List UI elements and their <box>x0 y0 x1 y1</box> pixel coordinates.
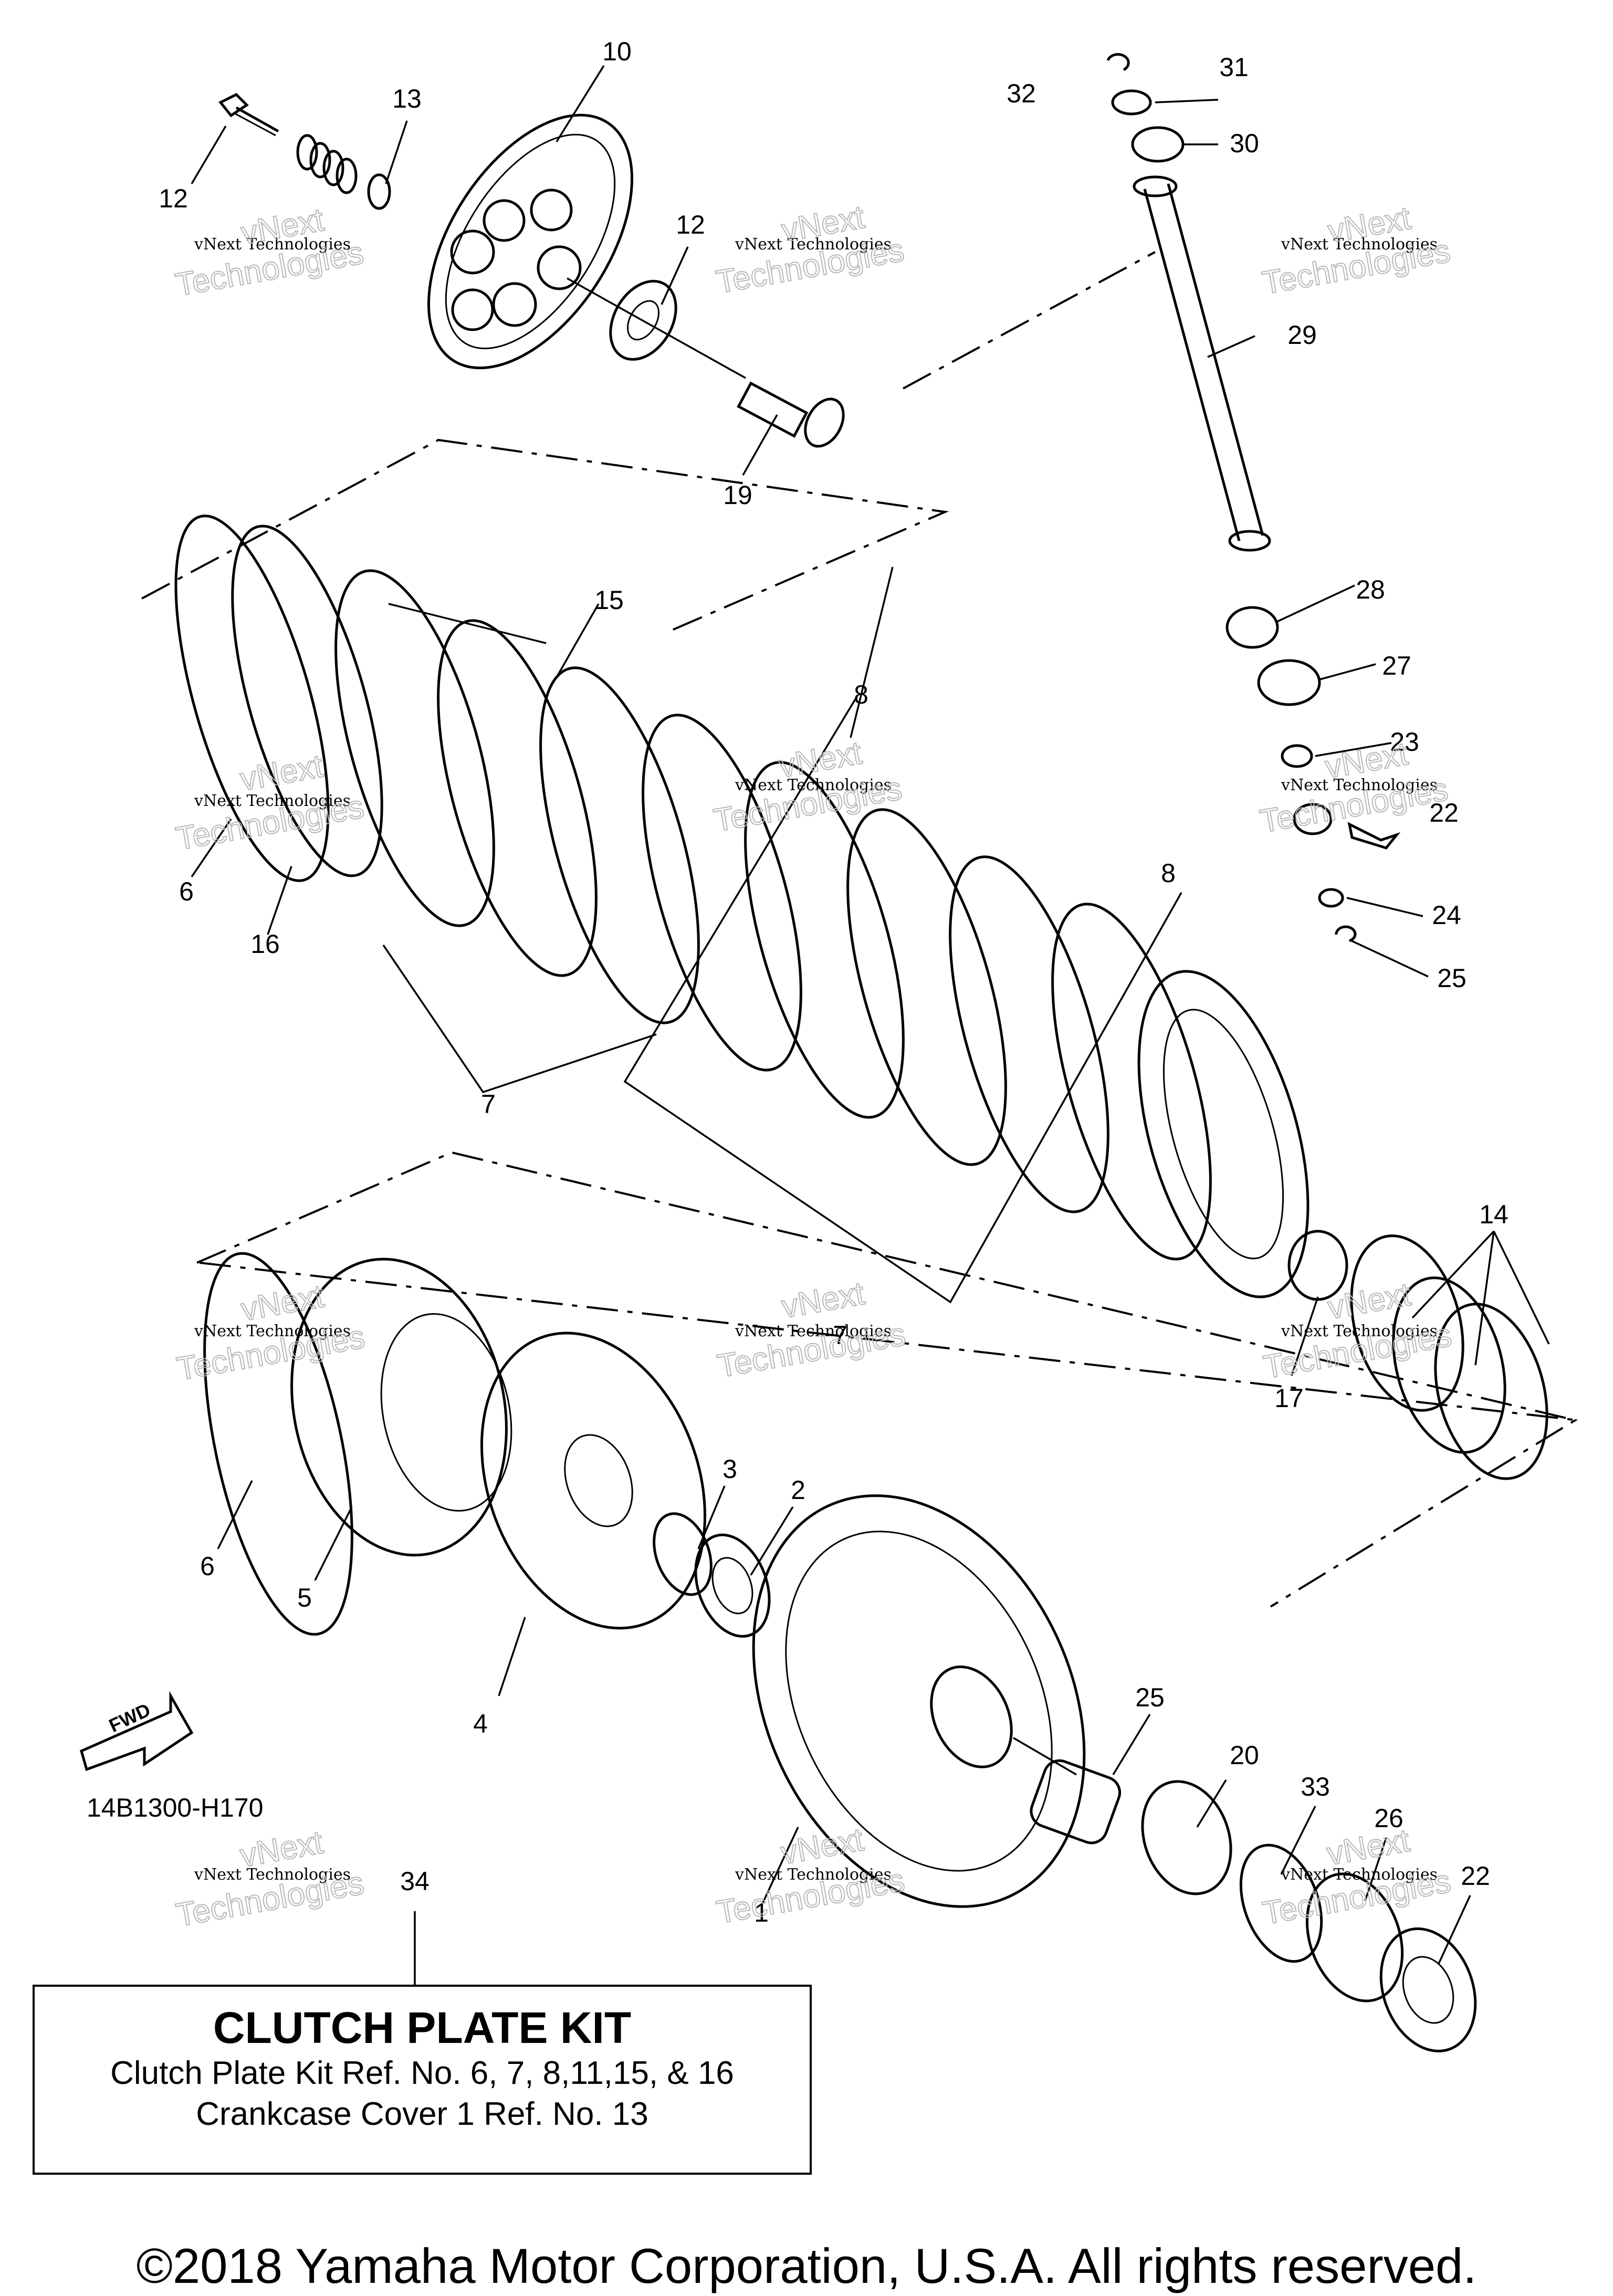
callout-29: 29 <box>1287 320 1317 350</box>
watermark-text: vNext Technologies <box>194 1322 351 1340</box>
assembly-outlines <box>141 251 1578 1608</box>
callout-34: 34 <box>400 1867 430 1896</box>
callout-17: 17 <box>1274 1383 1304 1413</box>
callout-26: 26 <box>1374 1804 1403 1833</box>
callout-33: 33 <box>1301 1772 1330 1801</box>
callout-14: 14 <box>1479 1200 1509 1229</box>
callout-31: 31 <box>1219 53 1249 82</box>
watermark-text: vNext Technologies <box>735 776 892 794</box>
watermark-logo: vNext <box>778 1821 866 1871</box>
callout-32: 32 <box>1007 79 1036 108</box>
callout-16: 16 <box>250 929 280 959</box>
watermark-logo: vNext <box>238 1278 327 1328</box>
watermark-text: vNext Technologies <box>1281 1865 1438 1884</box>
callout-7-bottom: 7 <box>833 1320 847 1350</box>
watermark-text: vNext Technologies <box>1281 235 1438 254</box>
diagram-code: 14B1300-H170 <box>87 1793 263 1822</box>
push-lever-shaft <box>1106 53 1401 942</box>
callout-1: 1 <box>754 1898 769 1927</box>
callout-6-top: 6 <box>179 877 194 906</box>
watermark-logo: vNext <box>779 1275 867 1325</box>
leader-lines <box>191 65 1550 1985</box>
copyright-notice: ©2018 Yamaha Motor Corporation, U.S.A. A… <box>136 2238 1477 2293</box>
watermark-text: vNext Technologies <box>1281 776 1438 794</box>
callout-30: 30 <box>1230 129 1259 158</box>
callout-7-left: 7 <box>481 1089 496 1119</box>
callout-3: 3 <box>722 1454 737 1484</box>
watermark-text: vNext Technologies <box>735 1322 892 1340</box>
callout-22: 24 <box>1432 900 1461 930</box>
callout-6-bottom: 6 <box>200 1551 215 1581</box>
callout-20: 22 <box>1429 798 1459 827</box>
watermark-logo: vNext <box>237 748 326 798</box>
callout-12: 12 <box>159 184 188 213</box>
watermark-text: vNext Technologies <box>735 235 892 254</box>
fwd-arrow-icon: FWD <box>79 1691 194 1771</box>
callout-24: 22 <box>1461 1861 1490 1891</box>
bolt-and-spring <box>218 92 391 210</box>
callout-8-top: 8 <box>854 680 868 709</box>
kit-line-1: Clutch Plate Kit Ref. No. 6, 7, 8,11,15,… <box>110 2055 734 2091</box>
watermark-text: vNext Technologies <box>194 1865 351 1884</box>
callout-27: 27 <box>1382 651 1411 680</box>
primary-driven-gear-assembly <box>752 1230 1548 2052</box>
callout-8-right: 8 <box>1161 858 1176 888</box>
watermark-text: vNext Technologies <box>1281 1322 1438 1340</box>
watermark-logo: vNext <box>1324 1822 1412 1872</box>
watermark-text: vNext Technologies <box>194 792 351 810</box>
kit-title: CLUTCH PLATE KIT <box>213 2003 632 2052</box>
clutch-boss-assembly <box>203 1252 771 1638</box>
clutch-plate-stack <box>174 515 1310 1304</box>
callout-19: 19 <box>723 480 752 510</box>
watermark-logo: vNext <box>1325 1276 1413 1326</box>
callout-labels: 10 13 12 12 19 32 31 30 29 28 27 23 22 2… <box>159 37 1509 1927</box>
pressure-plate <box>427 113 634 370</box>
watermark-text: vNext Technologies <box>194 235 351 254</box>
callout-9: 10 <box>602 37 632 66</box>
callout-4: 4 <box>473 1709 488 1738</box>
kit-line-2: Crankcase Cover 1 Ref. No. 13 <box>196 2096 648 2132</box>
callout-23: 25 <box>1437 963 1467 993</box>
callout-25: 25 <box>1135 1683 1165 1712</box>
callout-10: 12 <box>676 210 705 239</box>
bearing-and-pushrod <box>567 277 845 448</box>
clutch-plate-kit-box: CLUTCH PLATE KIT Clutch Plate Kit Ref. N… <box>33 1985 812 2175</box>
watermark-text: vNext Technologies <box>735 1865 892 1884</box>
callout-18: 20 <box>1230 1741 1259 1770</box>
callout-2: 2 <box>791 1475 805 1505</box>
callout-13: 13 <box>392 84 422 113</box>
callout-28: 28 <box>1356 575 1385 604</box>
callout-21: 23 <box>1390 727 1419 757</box>
callout-5: 5 <box>297 1583 312 1612</box>
callout-15: 15 <box>594 585 624 615</box>
